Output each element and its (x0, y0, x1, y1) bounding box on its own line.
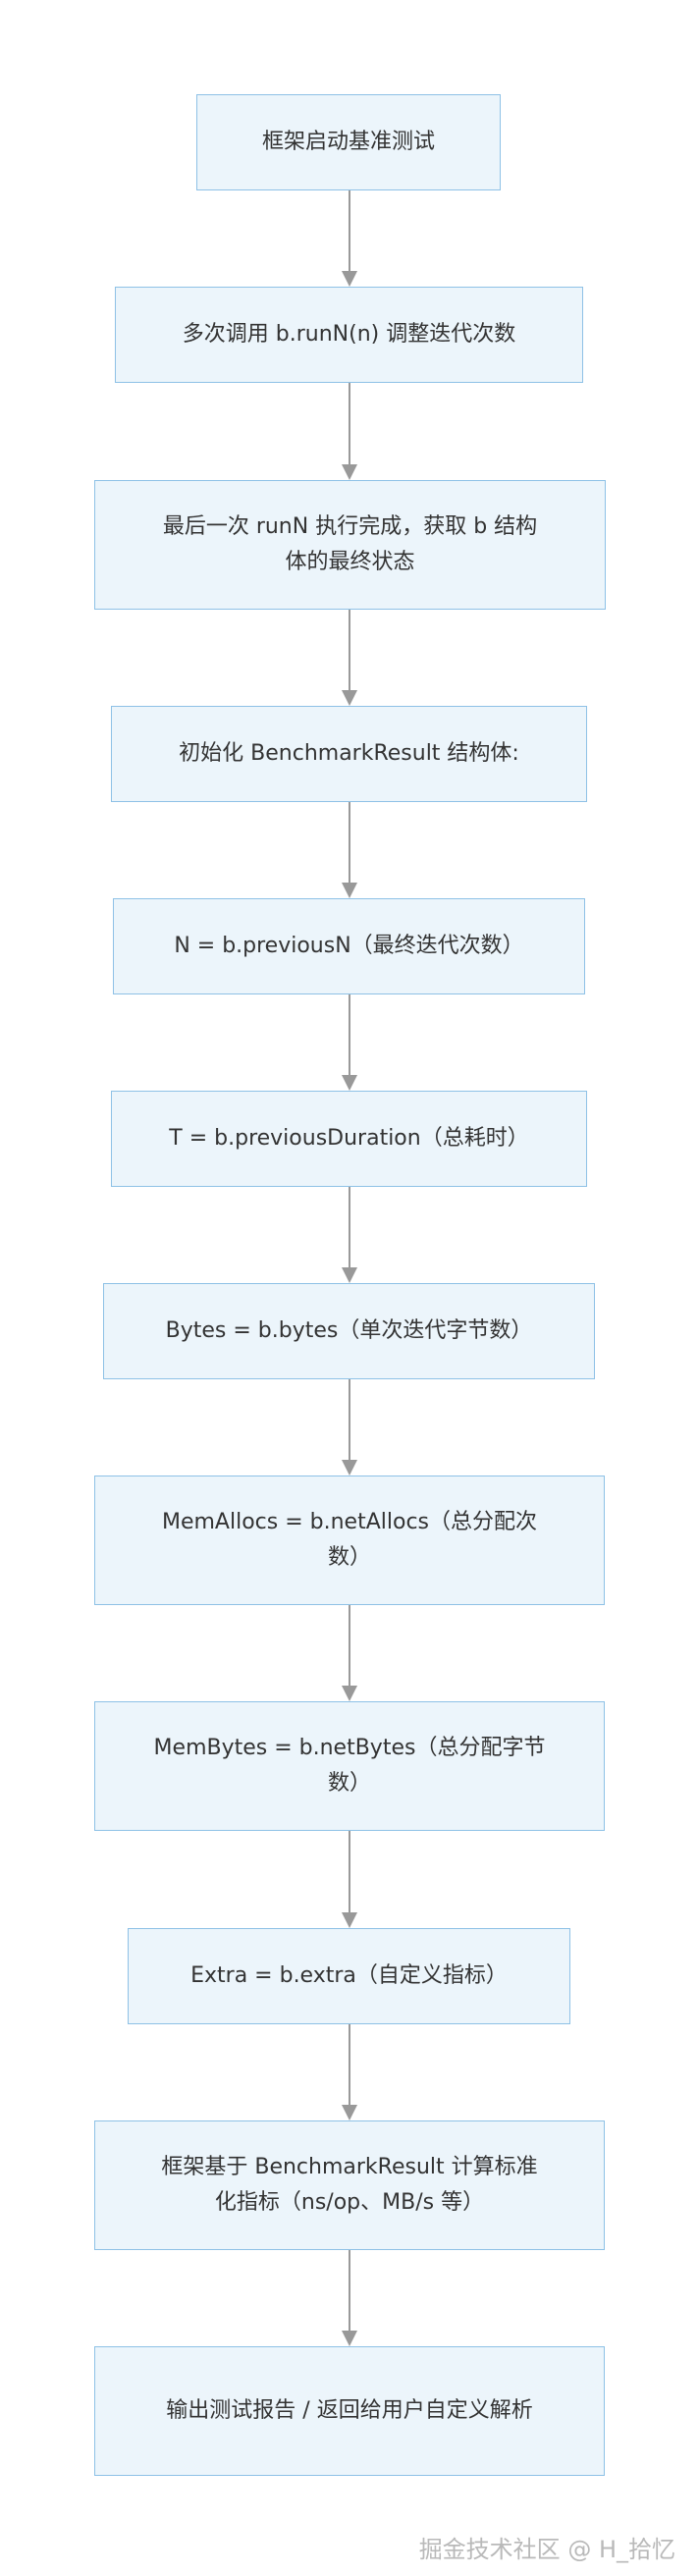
watermark: 掘金技术社区 @ H_拾忆 (418, 2536, 675, 2563)
node-compute-metrics-label: 框架基于 BenchmarkResult 计算标准化指标（ns/op、MB/s … (161, 2155, 538, 2215)
node-compute-metrics: 框架基于 BenchmarkResult 计算标准化指标（ns/op、MB/s … (94, 2120, 605, 2250)
node-field-n-label: N = b.previousN（最终迭代次数） (174, 934, 524, 958)
node-output-report-label: 输出测试报告 / 返回给用户自定义解析 (166, 2398, 533, 2423)
node-start-benchmark: 框架启动基准测试 (196, 94, 501, 190)
node-field-membytes-label: MemBytes = b.netBytes（总分配字节数） (153, 1736, 546, 1796)
node-field-bytes-label: Bytes = b.bytes（单次迭代字节数） (165, 1318, 533, 1343)
node-field-t-label: T = b.previousDuration（总耗时） (169, 1126, 529, 1151)
node-init-result-label: 初始化 BenchmarkResult 结构体: (179, 741, 519, 766)
node-final-run-label: 最后一次 runN 执行完成，获取 b 结构体的最终状态 (162, 514, 538, 574)
node-start-benchmark-label: 框架启动基准测试 (261, 130, 435, 154)
node-field-bytes: Bytes = b.bytes（单次迭代字节数） (103, 1283, 595, 1379)
node-adjust-iterations-label: 多次调用 b.runN(n) 调整迭代次数 (182, 322, 516, 347)
node-field-t: T = b.previousDuration（总耗时） (111, 1091, 587, 1187)
node-field-n: N = b.previousN（最终迭代次数） (113, 898, 585, 994)
node-field-extra: Extra = b.extra（自定义指标） (128, 1928, 570, 2024)
node-final-run: 最后一次 runN 执行完成，获取 b 结构体的最终状态 (94, 480, 606, 610)
node-field-membytes: MemBytes = b.netBytes（总分配字节数） (94, 1701, 605, 1831)
node-adjust-iterations: 多次调用 b.runN(n) 调整迭代次数 (115, 287, 583, 383)
node-init-result: 初始化 BenchmarkResult 结构体: (111, 706, 587, 802)
node-field-memallocs-label: MemAllocs = b.netAllocs（总分配次数） (161, 1510, 537, 1570)
node-output-report: 输出测试报告 / 返回给用户自定义解析 (94, 2346, 605, 2476)
node-field-memallocs: MemAllocs = b.netAllocs（总分配次数） (94, 1476, 605, 1605)
node-field-extra-label: Extra = b.extra（自定义指标） (190, 1963, 508, 1988)
